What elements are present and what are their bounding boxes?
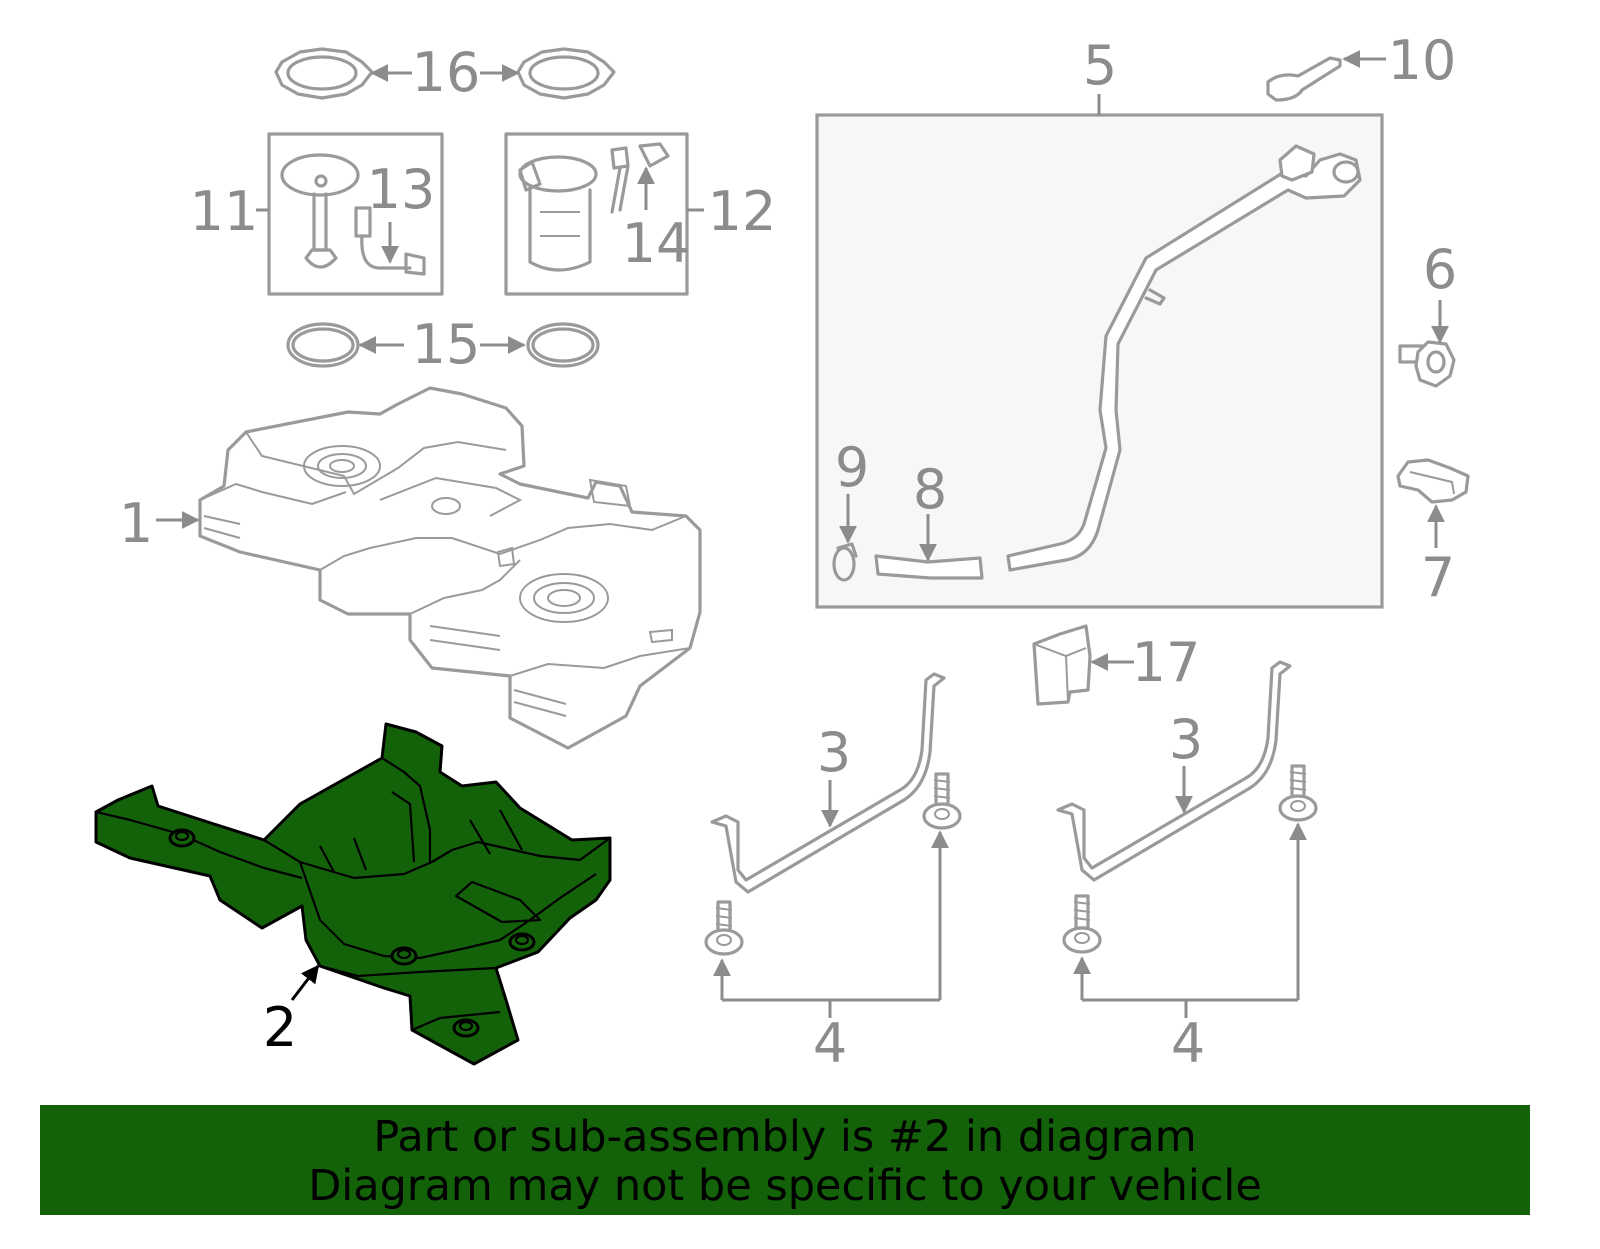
callout-9: 9 (835, 436, 869, 499)
box-11 (267, 132, 444, 296)
callout-15: 15 (412, 313, 481, 376)
filler-pipe-5 (1006, 144, 1362, 572)
info-banner: Part or sub-assembly is #2 in diagram Di… (40, 1105, 1530, 1215)
clamp-9 (832, 542, 858, 582)
strap-3-right (1056, 660, 1292, 882)
banner-line-2: Diagram may not be specific to your vehi… (308, 1161, 1262, 1211)
fuel-pump-12 (518, 155, 598, 272)
screw-4-a (704, 900, 744, 956)
callout-3-left: 3 (817, 721, 851, 784)
callout-5: 5 (1083, 34, 1117, 97)
callout-12: 12 (708, 180, 777, 243)
callout-16: 16 (412, 41, 481, 104)
heat-shield-2 (94, 722, 612, 1066)
fuel-sender-11 (280, 153, 360, 269)
leader-4-left (713, 830, 949, 1018)
screw-4-d (1278, 764, 1318, 822)
bolt-6 (1398, 340, 1456, 388)
o-ring-15-left (286, 322, 360, 368)
callout-3-right: 3 (1169, 708, 1203, 771)
callout-8: 8 (913, 458, 947, 521)
screw-4-b (922, 772, 962, 830)
callout-7: 7 (1421, 546, 1455, 609)
callout-4-right: 4 (1171, 1012, 1205, 1075)
tether-10 (1266, 56, 1342, 102)
box-12 (504, 132, 689, 296)
callout-6: 6 (1423, 238, 1457, 301)
callout-1: 1 (119, 492, 153, 555)
callout-10: 10 (1388, 29, 1457, 92)
callout-4-left: 4 (813, 1012, 847, 1075)
screw-4-c (1062, 894, 1102, 954)
fuel-tank-1 (198, 386, 702, 750)
banner-line-1: Part or sub-assembly is #2 in diagram (373, 1112, 1197, 1162)
callout-2: 2 (263, 996, 297, 1059)
connector-14 (610, 142, 670, 214)
gasket-16-left (274, 47, 374, 100)
hose-8 (874, 554, 984, 580)
gasket-16-right (516, 47, 616, 100)
leader-4-right (1073, 822, 1307, 1018)
bracket-17 (1032, 624, 1092, 706)
callout-17: 17 (1132, 631, 1201, 694)
callout-14: 14 (622, 212, 691, 275)
callout-11: 11 (190, 180, 259, 243)
leader-2 (290, 964, 320, 1001)
clip-7 (1396, 458, 1470, 504)
wire-harness-13 (354, 206, 426, 276)
callout-13: 13 (367, 158, 436, 221)
o-ring-15-right (526, 322, 600, 368)
strap-3-left (710, 672, 946, 894)
